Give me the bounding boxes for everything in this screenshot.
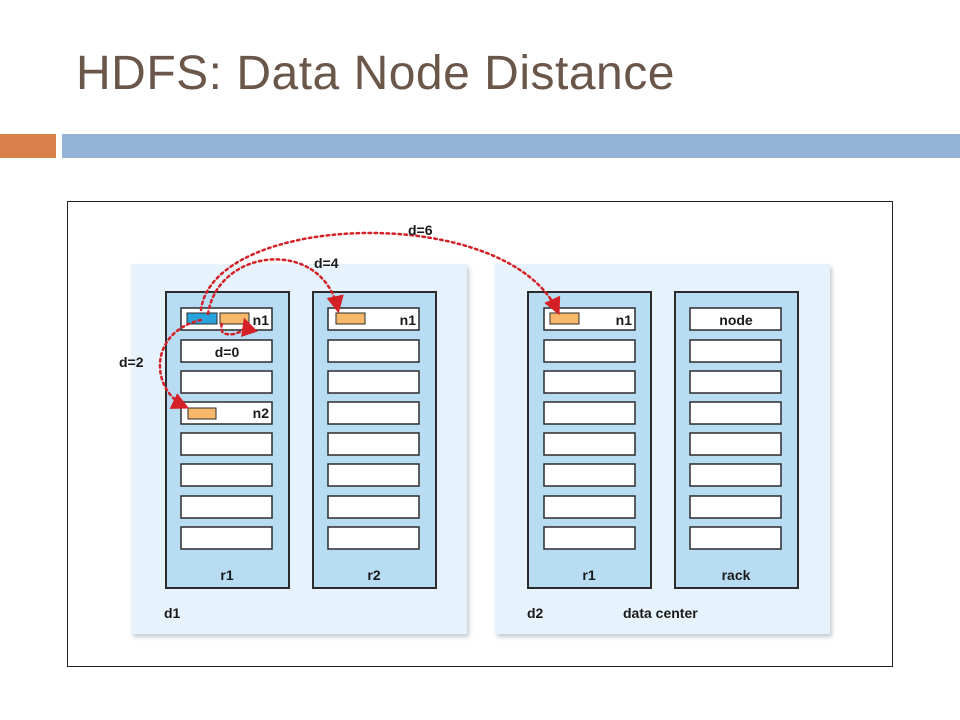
node-d1-r2-2 [327, 339, 420, 363]
origin-block-icon [186, 312, 218, 325]
node-d2-generic-7 [689, 495, 782, 519]
rack-d2-r1: n1 r1 [527, 291, 652, 589]
node-d2-generic-6 [689, 463, 782, 487]
node-d2-generic-5 [689, 432, 782, 456]
arrow-d0 [220, 317, 258, 338]
node-d2-generic-3 [689, 370, 782, 394]
accent-bar-blue [62, 134, 960, 158]
rack-legend-label: rack [722, 567, 751, 583]
datacenter-d1: d1 n1 d=0 n2 r1 [131, 264, 467, 634]
node-d1-r2-5 [327, 432, 420, 456]
node-d1-r2-6 [327, 463, 420, 487]
rack-d2-generic: node rack [674, 291, 799, 589]
rack-d1-r2: n1 r2 [312, 291, 437, 589]
node-d1-r1-8 [180, 526, 273, 550]
node-d1-r1-2 [180, 339, 273, 363]
node-d2-r1-3 [543, 370, 636, 394]
node-label-n1: n1 [400, 312, 417, 328]
network-topology-diagram: d1 n1 d=0 n2 r1 [119, 222, 830, 634]
node-d1-r1-5 [180, 432, 273, 456]
slide-title: HDFS: Data Node Distance [76, 47, 675, 100]
node-d2-r1-2 [543, 339, 636, 363]
node-d2-generic-1 [689, 307, 782, 331]
distance-label-d0: d=0 [215, 344, 240, 360]
datacenter-caption: data center [623, 605, 698, 621]
node-label-n1: n1 [616, 312, 633, 328]
rack-label-r2: r2 [367, 567, 380, 583]
accent-bar-orange [0, 134, 56, 158]
rack-label-r1: r1 [220, 567, 233, 583]
node-d1-r2-4 [327, 401, 420, 425]
node-d1-r2-7 [327, 495, 420, 519]
node-label-n1: n1 [253, 312, 270, 328]
node-d2-generic-8 [689, 526, 782, 550]
node-d1-r1-7 [180, 495, 273, 519]
node-d1-r1-6 [180, 463, 273, 487]
distance-label-d2: d=2 [119, 354, 144, 370]
node-d2-r1-6 [543, 463, 636, 487]
node-d2-r1-8 [543, 526, 636, 550]
datacenter-d2: d2 data center n1 r1 node [495, 264, 830, 634]
arrow-d6 [199, 231, 561, 316]
node-d2-generic-4 [689, 401, 782, 425]
node-d1-r2-3 [327, 370, 420, 394]
arrow-d4 [206, 258, 344, 316]
replica-block-icon [335, 312, 366, 325]
node-d2-generic-2 [689, 339, 782, 363]
node-d1-r1-3 [180, 370, 273, 394]
distance-label-d6: d=6 [408, 222, 433, 238]
distance-arrows [158, 231, 561, 409]
node-d2-r1-5 [543, 432, 636, 456]
datacenter-d1-label: d1 [164, 605, 181, 621]
node-legend-label: node [719, 312, 753, 328]
replica-block-icon [549, 312, 580, 325]
node-d1-r2-8 [327, 526, 420, 550]
node-label-n2: n2 [253, 405, 270, 421]
replica-block-icon [187, 407, 217, 420]
datacenter-d2-label: d2 [527, 605, 544, 621]
node-d2-r1-4 [543, 401, 636, 425]
node-d2-r1-7 [543, 495, 636, 519]
rack-label-r1: r1 [582, 567, 595, 583]
arrow-d2 [158, 318, 203, 409]
distance-label-d4: d=4 [314, 255, 339, 271]
diagram-frame: d1 n1 d=0 n2 r1 [67, 201, 893, 667]
rack-d1-r1: n1 d=0 n2 r1 [165, 291, 290, 589]
